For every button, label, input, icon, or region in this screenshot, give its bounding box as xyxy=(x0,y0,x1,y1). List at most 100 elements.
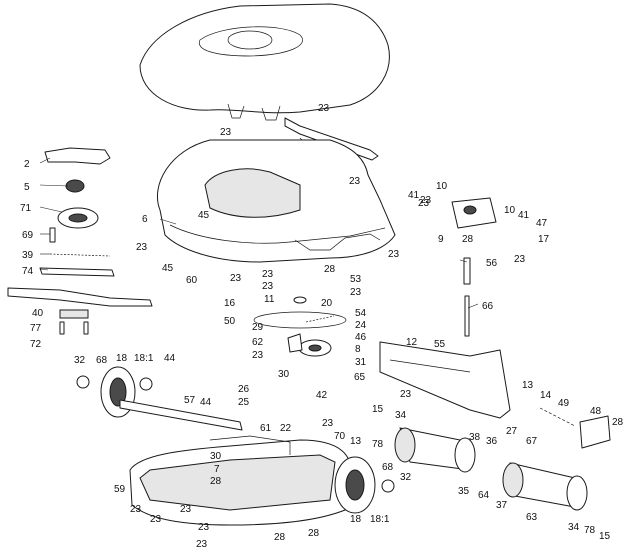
roller-front xyxy=(394,427,476,473)
callout-label: 23 xyxy=(196,539,208,550)
callout-label: 23 xyxy=(136,242,148,253)
callout-label: 41 xyxy=(408,190,420,201)
right-wheel xyxy=(334,456,395,514)
callout-label: 41 xyxy=(518,210,530,221)
callout-label: 16 xyxy=(224,298,236,309)
callout-label: 28 xyxy=(308,528,320,539)
callout-label: 65 xyxy=(354,372,366,383)
callouts: 23 23 2 23 5 71 6 45 69 23 39 45 74 60 2… xyxy=(20,103,624,550)
callout-label: 13 xyxy=(522,380,534,391)
callout-label: 17 xyxy=(538,234,550,245)
callout-label: 2 xyxy=(24,159,30,170)
callout-label: 44 xyxy=(164,353,176,364)
callout-label: 71 xyxy=(20,203,32,214)
callout-label: 67 xyxy=(526,436,538,447)
callout-label: 78 xyxy=(372,439,384,450)
callout-label: 28 xyxy=(210,476,222,487)
callout-label: 60 xyxy=(186,275,198,286)
callout-label: 68 xyxy=(382,462,394,473)
callout-label: 56 xyxy=(486,258,498,269)
callout-label: 23 xyxy=(230,273,242,284)
blade xyxy=(7,287,153,335)
callout-label: 45 xyxy=(198,210,210,221)
callout-label: 78 xyxy=(584,525,596,536)
callout-label: 59 xyxy=(114,484,126,495)
callout-label: 23 xyxy=(252,350,264,361)
callout-label: 46 xyxy=(355,332,367,343)
callout-label: 74 xyxy=(22,266,34,277)
callout-label: 11 xyxy=(264,294,275,305)
callout-label: 48 xyxy=(590,406,602,417)
callout-label: 14 xyxy=(540,390,552,401)
callout-label: 24 xyxy=(355,320,367,331)
callout-label: 77 xyxy=(30,323,42,334)
callout-label: 23 xyxy=(514,254,526,265)
callout-label: 18 xyxy=(116,353,128,364)
callout-label: 30 xyxy=(278,369,290,380)
callout-label: 45 xyxy=(162,263,174,274)
callout-label: 55 xyxy=(434,339,446,350)
callout-label: 10 xyxy=(504,205,516,216)
callout-label: 47 xyxy=(536,218,548,229)
gearbox xyxy=(451,197,497,229)
callout-label: 23 xyxy=(220,127,232,138)
callout-label: 42 xyxy=(316,390,328,401)
callout-label: 72 xyxy=(30,339,42,350)
deck-body xyxy=(156,139,396,263)
callout-label: 57 xyxy=(184,395,196,406)
callout-label: 18:1 xyxy=(134,353,154,364)
callout-label: 28 xyxy=(324,264,336,275)
callout-label: 20 xyxy=(321,298,333,309)
callout-label: 26 xyxy=(238,384,250,395)
callout-label: 25 xyxy=(238,397,250,408)
callout-label: 69 xyxy=(22,230,34,241)
callout-label: 10 xyxy=(436,181,448,192)
callout-label: 15 xyxy=(372,404,384,415)
top-cover xyxy=(139,3,390,121)
callout-label: 37 xyxy=(496,500,508,511)
callout-label: 49 xyxy=(558,398,570,409)
callout-label: 34 xyxy=(568,522,580,533)
callout-label: 61 xyxy=(260,423,272,434)
callout-label: 23 xyxy=(388,249,400,260)
callout-label: 23 xyxy=(418,198,430,209)
callout-label: 23 xyxy=(180,504,192,515)
callout-label: 7 xyxy=(214,464,220,475)
callout-label: 23 xyxy=(150,514,162,525)
lower-chassis xyxy=(129,435,352,526)
callout-label: 18:1 xyxy=(370,514,390,525)
callout-label: 5 xyxy=(24,182,30,193)
callout-label: 13 xyxy=(350,436,362,447)
callout-label: 23 xyxy=(400,389,412,400)
callout-label: 64 xyxy=(478,490,490,501)
callout-label: 63 xyxy=(526,512,538,523)
callout-label: 31 xyxy=(355,357,367,368)
callout-label: 22 xyxy=(280,423,292,434)
callout-label: 68 xyxy=(96,355,108,366)
callout-label: 66 xyxy=(482,301,494,312)
callout-label: 23 xyxy=(198,522,210,533)
callout-label: 34 xyxy=(395,410,407,421)
callout-label: 36 xyxy=(486,436,498,447)
callout-label: 29 xyxy=(252,322,264,333)
callout-label: 53 xyxy=(350,274,362,285)
callout-label: 32 xyxy=(74,355,86,366)
callout-label: 6 xyxy=(142,214,148,225)
rods xyxy=(463,257,471,337)
roller-rear xyxy=(502,462,588,511)
callout-label: 39 xyxy=(22,250,34,261)
roller-frame xyxy=(379,341,511,419)
callout-label: 54 xyxy=(355,308,367,319)
callout-label: 40 xyxy=(32,308,44,319)
callout-label: 38 xyxy=(469,432,481,443)
callout-label: 50 xyxy=(224,316,236,327)
callout-label: 23 xyxy=(322,418,334,429)
callout-label: 32 xyxy=(400,472,412,483)
callout-label: 9 xyxy=(438,234,444,245)
callout-label: 44 xyxy=(200,397,212,408)
callout-label: 23 xyxy=(262,281,274,292)
callout-label: 23 xyxy=(349,176,361,187)
callout-label: 28 xyxy=(274,532,286,543)
callout-label: 28 xyxy=(462,234,474,245)
